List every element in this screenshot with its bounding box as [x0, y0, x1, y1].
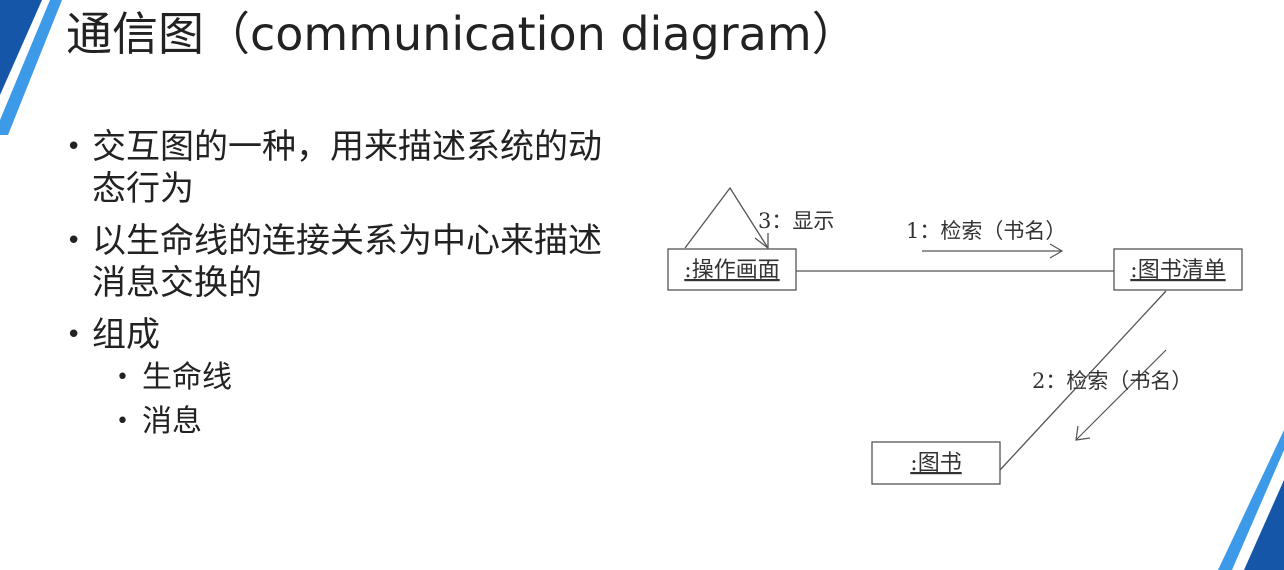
bullet-item: • 以生命线的连接关系为中心来描述消息交换的 — [62, 220, 622, 304]
bullet-item: • 组成 • 生命线 • 消息 — [62, 314, 622, 442]
slide-title: 通信图（communication diagram） — [66, 7, 858, 61]
corner-decoration-top-left — [0, 0, 62, 135]
sub-bullet-item: • 生命线 — [112, 358, 622, 398]
bullet-text: 以生命线的连接关系为中心来描述消息交换的 — [92, 221, 602, 303]
lifeline-operation-screen: :操作画面 — [667, 248, 797, 291]
accent-stripe-light — [0, 0, 62, 135]
bullet-dot-icon: • — [116, 409, 129, 434]
self-loop-arrowhead — [754, 233, 769, 250]
sub-bullet-item: • 消息 — [112, 402, 622, 442]
accent-stripe-dark — [1244, 480, 1284, 570]
bullet-list: • 交互图的一种，用来描述系统的动态行为 • 以生命线的连接关系为中心来描述消息… — [62, 126, 622, 452]
message-2-arrow — [1075, 349, 1167, 441]
communication-diagram: :操作画面 :图书清单 :图书 3：显示 1：检索（书名） 2：检索（书名） — [600, 160, 1284, 500]
sub-bullet-text: 消息 — [142, 404, 202, 439]
lifeline-label: :操作画面 — [684, 258, 779, 283]
bullet-dot-icon: • — [66, 132, 82, 162]
bullet-item: • 交互图的一种，用来描述系统的动态行为 — [62, 126, 622, 210]
lifeline-label: :图书清单 — [1130, 258, 1225, 283]
diagram-canvas: :操作画面 :图书清单 :图书 3：显示 1：检索（书名） 2：检索（书名） — [667, 186, 1243, 485]
sub-bullet-list: • 生命线 • 消息 — [112, 358, 622, 442]
bullet-dot-icon: • — [66, 320, 82, 350]
sub-bullet-text: 生命线 — [142, 360, 232, 395]
link-line-booklist-to-book — [999, 290, 1167, 471]
bullet-dot-icon: • — [66, 226, 82, 256]
message-2-arrowhead — [1075, 425, 1091, 441]
message-1-arrowhead — [1049, 243, 1064, 259]
corner-decoration-bottom-right — [1218, 430, 1284, 570]
self-loop-line — [684, 186, 769, 249]
message-2-label: 2：检索（书名） — [1032, 369, 1192, 393]
bullet-dot-icon: • — [116, 365, 129, 390]
bullet-text: 组成 — [92, 315, 160, 355]
lifeline-book: :图书 — [871, 441, 1001, 485]
accent-stripe-dark — [0, 0, 42, 95]
accent-stripe-light — [1218, 430, 1284, 570]
message-3-label: 3：显示 — [758, 209, 834, 233]
bullet-text: 交互图的一种，用来描述系统的动态行为 — [92, 127, 602, 209]
lifeline-book-list: :图书清单 — [1113, 248, 1243, 291]
lifeline-label: :图书 — [910, 451, 961, 476]
message-1-label: 1：检索（书名） — [906, 219, 1066, 243]
